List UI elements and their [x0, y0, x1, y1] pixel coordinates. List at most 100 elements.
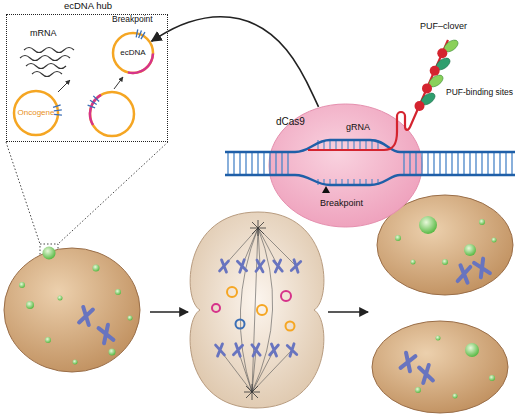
breakpoint-marker [322, 186, 330, 193]
ecdna-hub-spot [109, 349, 116, 356]
ecdna-hub-spot [128, 316, 133, 321]
ecdna-circle-small [212, 304, 220, 312]
dividing-cell [190, 212, 324, 408]
transcription-arrow [58, 80, 70, 92]
dcas9-label: dCas9 [276, 116, 305, 127]
grna-label: gRNA [346, 123, 370, 133]
ecdna-circle: ecDNA [111, 31, 155, 75]
dna-strand [225, 140, 515, 152]
puf-clover [419, 91, 437, 108]
ecdna-hub-spot [115, 289, 121, 295]
connector-layer [152, 17, 319, 107]
rna-dna-pairs [318, 140, 378, 150]
oncogene-circle: Oncogene [12, 89, 60, 137]
breakpoint-ticks [88, 96, 100, 108]
puf-clover [442, 38, 460, 55]
mitotic-spindle [220, 228, 296, 392]
ecdna-circle-small [236, 320, 245, 329]
ecdna-hub-spot [58, 296, 63, 301]
chromosome [216, 344, 225, 356]
ring-segment [128, 54, 155, 75]
breakpoint-tick [139, 31, 142, 38]
chromosome [401, 353, 416, 371]
unpaired-bases [318, 179, 378, 185]
ecdna-circle-small [227, 287, 237, 297]
oncogene-label: Oncogene [12, 109, 60, 118]
puf-clover-label: PUF–clover [420, 22, 467, 32]
ecdna-hub-spot [442, 259, 448, 265]
ecdna-hub-spot [489, 375, 495, 381]
interphase-cell [4, 248, 140, 372]
chromosome [474, 259, 490, 278]
puf-binding-site [415, 101, 425, 111]
breakpoint-tick [54, 109, 62, 111]
ecdna-hub-spot [45, 337, 51, 343]
breakpoint-tick [53, 105, 61, 108]
ecdna-hub-box: ecDNA hubecDNAOncogene [6, 14, 168, 142]
chromosome [220, 260, 229, 272]
breakpoint-label: Breakpoint [112, 15, 153, 24]
daughter-cell [372, 321, 508, 413]
targeting-arrow [152, 17, 319, 107]
guide-rna [308, 40, 448, 150]
dcas9-body [269, 104, 422, 227]
chromosome [291, 260, 301, 273]
puf-binding-sites-label: PUF-binding sites [446, 88, 513, 97]
dna-base-pairs [228, 152, 512, 175]
breakpoint-tick [54, 114, 62, 116]
breakpoint-label: Breakpoint [320, 199, 363, 209]
ecdna-circle-small [281, 291, 291, 301]
ecdna-hub-spot [436, 336, 441, 341]
ecdna-hub-spot [464, 244, 476, 256]
ecdna-hub-spot [395, 235, 401, 241]
mrna-label: mRNA [30, 29, 57, 39]
ecdna-hub-spot [73, 360, 78, 365]
breakpoint-tick [141, 32, 145, 39]
chromosome [256, 260, 264, 272]
ecdna-hub-spot [19, 282, 25, 288]
ecdna-label: ecDNA [111, 49, 155, 58]
progression-arrow [150, 311, 188, 312]
puf-clover [434, 56, 452, 73]
ecdna-circle-small [257, 305, 267, 315]
ecdna-hub-spot [93, 265, 100, 272]
chromosome [274, 260, 282, 272]
chromosome [270, 344, 279, 356]
zoom-leader-lines [6, 142, 168, 244]
dna-strand [225, 175, 515, 185]
ecdna-hub-spot [411, 260, 416, 265]
hub-arrow [114, 77, 123, 89]
puf-binding-site [430, 66, 440, 76]
mrna-strands [20, 48, 74, 77]
chromosome [79, 307, 93, 325]
ecdna-hub-spot [43, 247, 56, 260]
spindle-pole [244, 220, 266, 400]
chromosome [419, 365, 433, 383]
dcas9-complex: dCas9 gRNA Breakpoint [268, 103, 423, 228]
chromosome [458, 265, 471, 282]
ecdna-hub-spot [415, 387, 421, 393]
chromosome [287, 344, 297, 357]
puf-binding-site [422, 83, 432, 93]
chromosome [233, 344, 242, 356]
shape-group [269, 104, 422, 227]
ecdna-hub-spot [492, 238, 497, 243]
chromosome [252, 344, 260, 356]
progression-arrow [328, 311, 368, 312]
puf-binding-site [437, 48, 447, 58]
ecdna-hub-spot [419, 216, 437, 234]
puf-clover [427, 73, 445, 90]
ecdna-circle-small [286, 322, 295, 331]
chromosome [237, 260, 246, 272]
ecdna-hub-spot [453, 394, 458, 399]
hub-title: ecDNA hub [7, 1, 169, 11]
ecdna-hub-spot [479, 219, 485, 225]
chromosome [99, 325, 114, 343]
ecdna-hub-spot [26, 301, 34, 309]
ecdna-hub-spot [465, 343, 479, 357]
ecdna-segment [90, 95, 101, 125]
